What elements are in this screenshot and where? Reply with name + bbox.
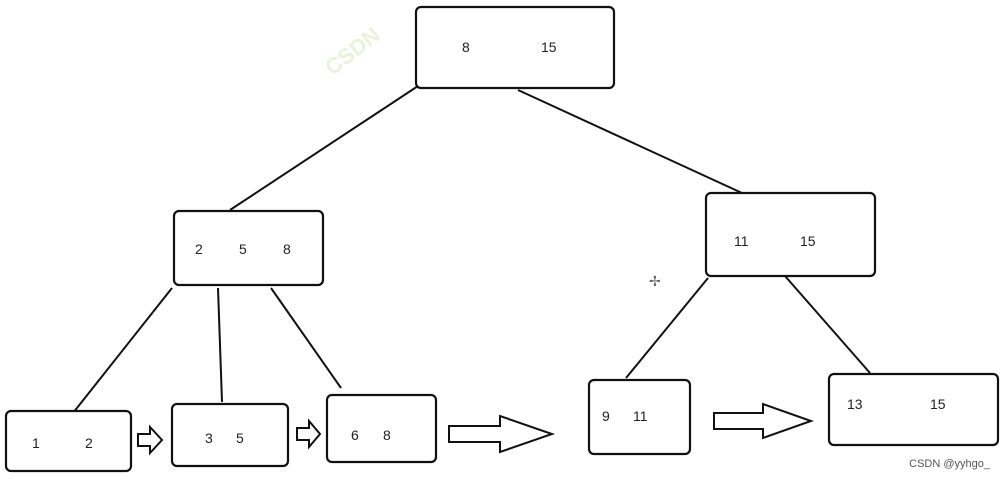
node-key: 15: [541, 39, 557, 55]
edge-left-leaf1: [72, 287, 173, 414]
node-key: 1: [32, 435, 40, 451]
node-key: 11: [734, 233, 749, 249]
node-key: 2: [85, 435, 93, 451]
leaf-node: 1 2: [4, 409, 133, 473]
node-key: 8: [462, 39, 470, 55]
node-key: 8: [383, 427, 391, 443]
leaf-link-arrow-icon: [448, 414, 556, 454]
watermark-text: CSDN @yyhgo_: [909, 458, 990, 470]
node-key: 5: [236, 430, 244, 446]
node-key: 9: [602, 408, 610, 424]
leaf-node: 13 15: [827, 372, 1000, 447]
node-key: 6: [351, 427, 359, 443]
edge-right-leaf5: [784, 275, 871, 374]
edge-root-left: [229, 85, 419, 211]
internal-node-right: 11 15: [704, 191, 877, 278]
internal-node-left: 2 5 8: [172, 209, 325, 287]
node-key: 3: [205, 430, 213, 446]
leaf-link-arrow-icon: [137, 424, 164, 456]
edge-right-leaf4: [625, 277, 709, 379]
edge-root-right: [517, 89, 743, 194]
edge-left-leaf3: [270, 287, 342, 389]
edge-left-leaf2: [217, 287, 223, 403]
faint-watermark: CSDN: [320, 22, 385, 80]
leaf-node: 3 5: [170, 402, 290, 468]
node-key: 13: [847, 396, 863, 412]
leaf-node: 9 11: [587, 378, 692, 456]
cursor-move-icon: ✢: [649, 274, 661, 290]
root-node: 8 15: [414, 5, 616, 90]
node-key: 8: [283, 241, 291, 257]
tree-edges: [72, 85, 871, 414]
node-key: 15: [800, 233, 816, 249]
node-key: 2: [195, 241, 203, 257]
node-key: 15: [930, 396, 946, 412]
leaf-link-arrow-icon: [296, 418, 322, 450]
leaf-link-arrow-icon: [713, 402, 814, 440]
node-key: 11: [633, 408, 648, 424]
node-key: 5: [239, 241, 247, 257]
leaf-node: 6 8: [325, 393, 438, 464]
